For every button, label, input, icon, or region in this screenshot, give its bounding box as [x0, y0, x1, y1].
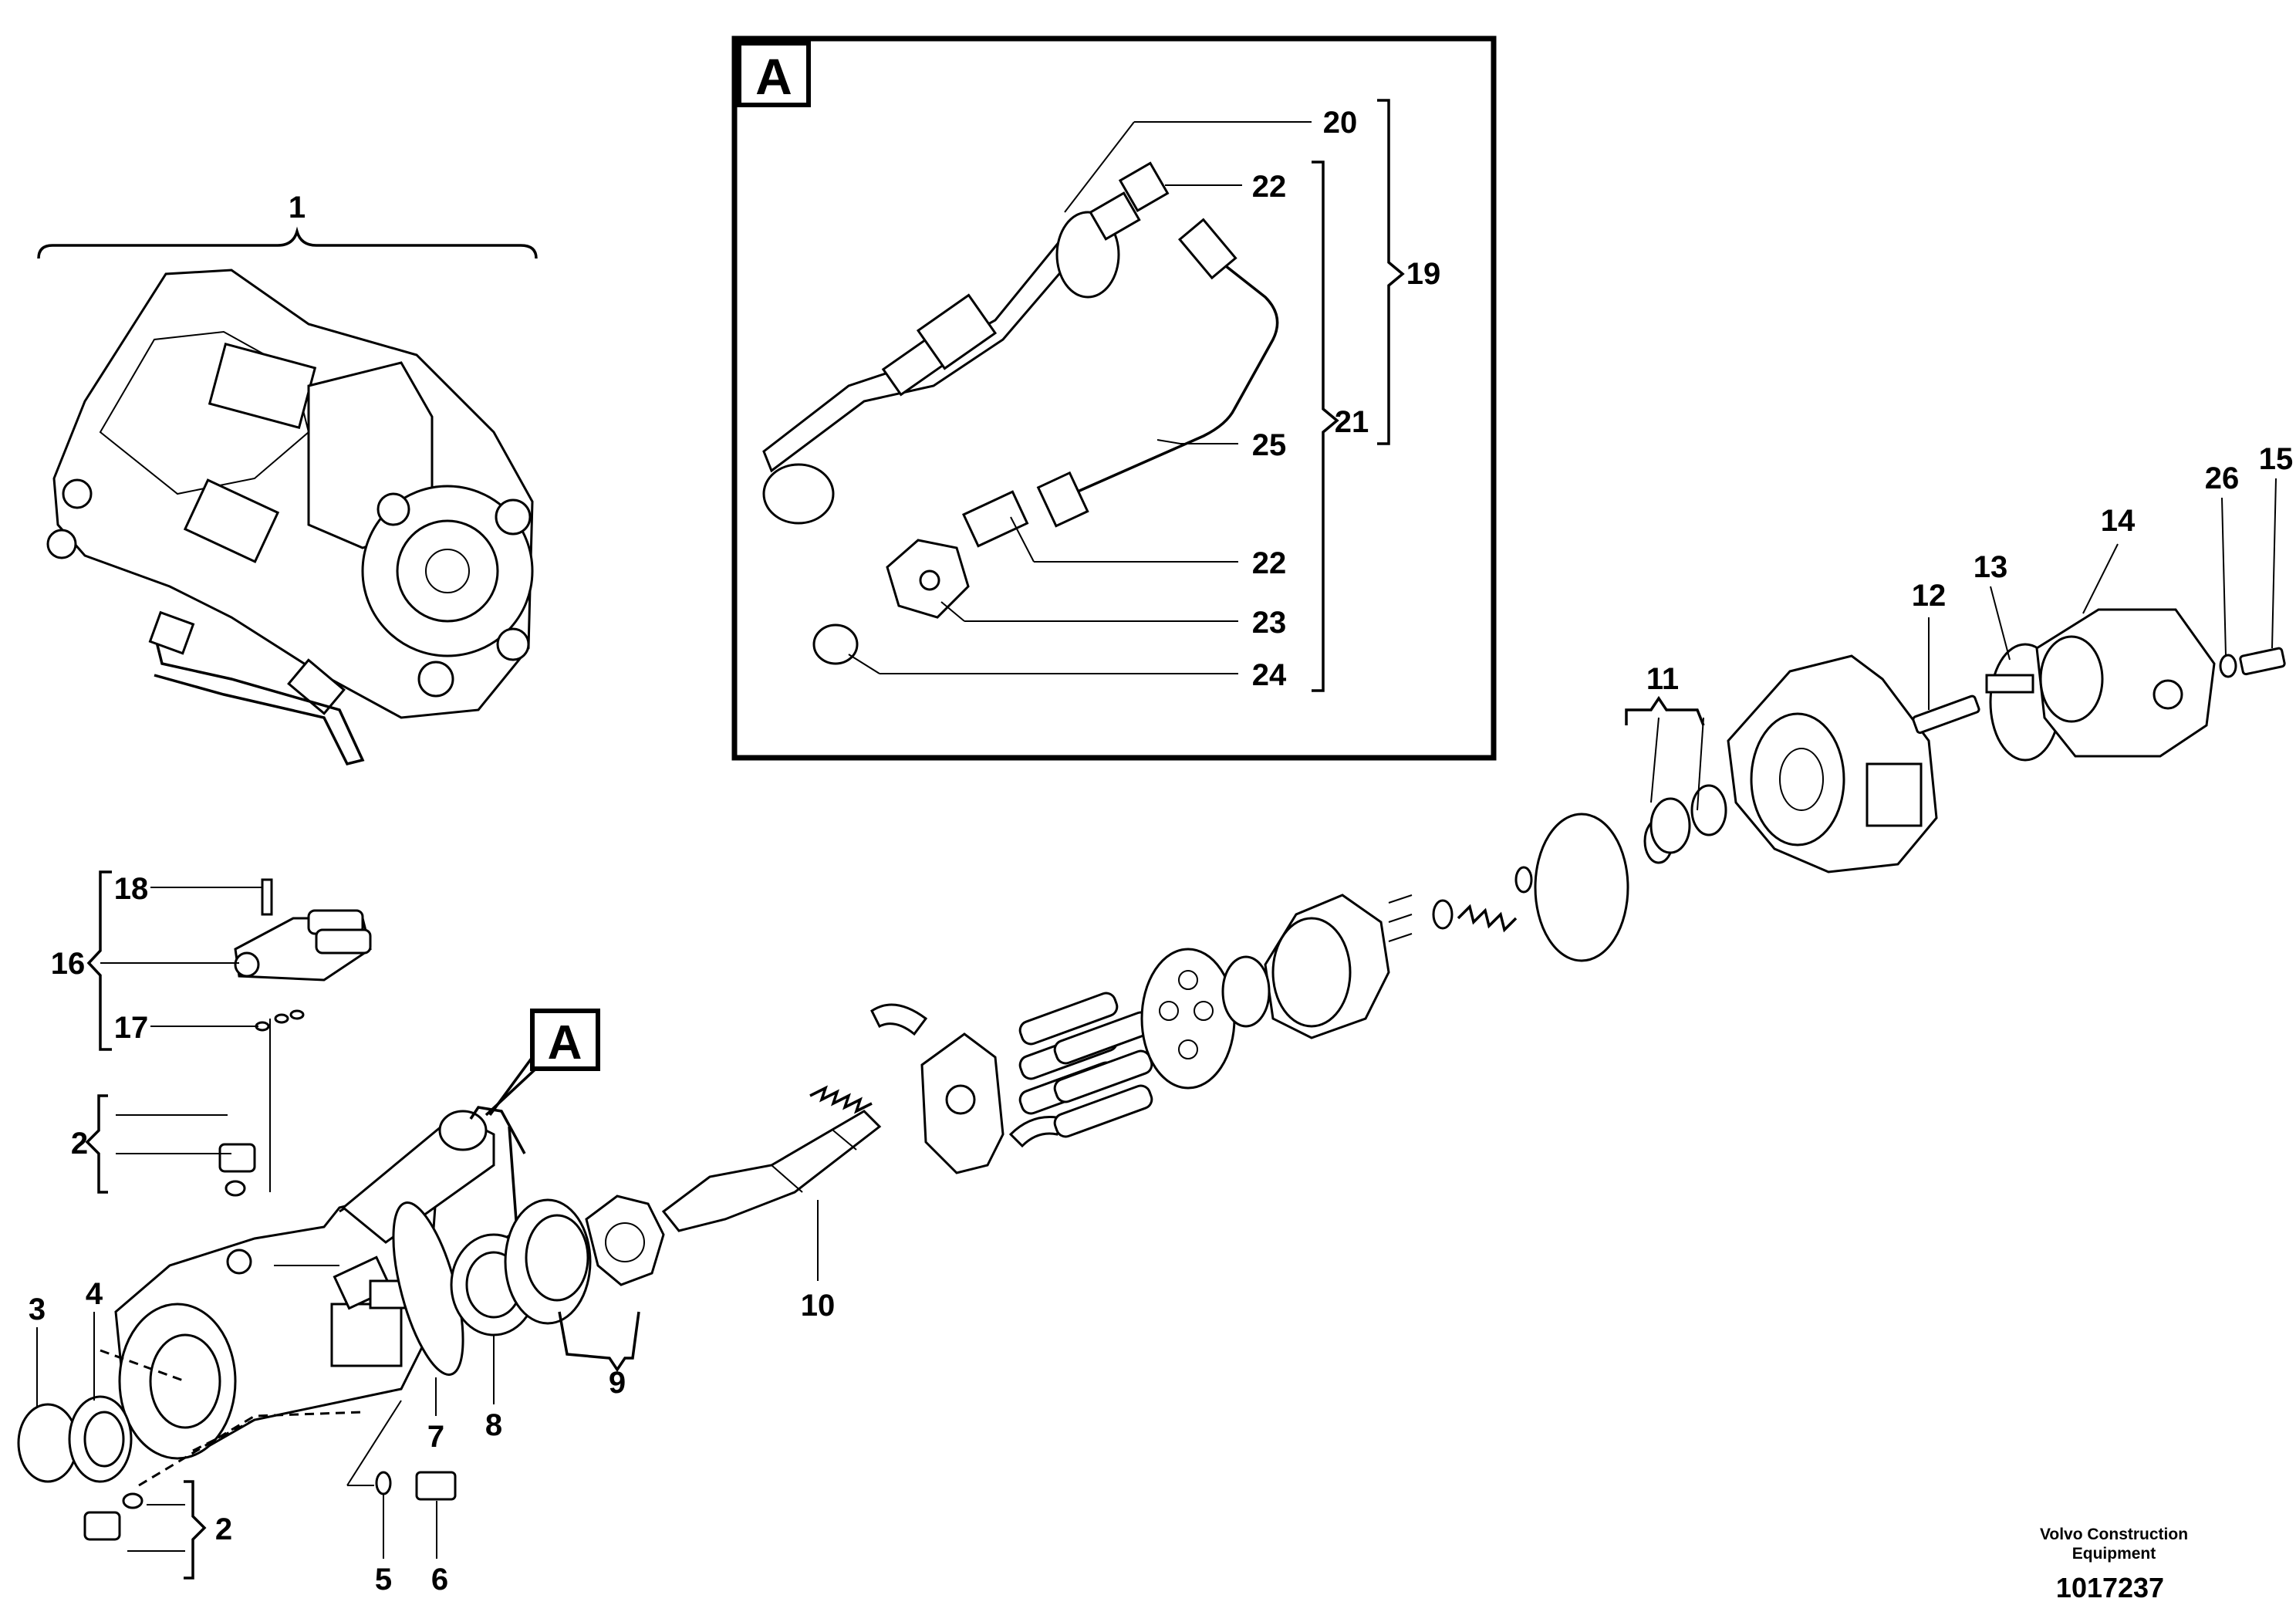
callout-10: 10: [801, 1289, 836, 1323]
callout-4: 4: [86, 1277, 103, 1311]
callout-20: 20: [1323, 106, 1358, 140]
callout-18: 18: [114, 872, 149, 906]
end-cover: [1727, 654, 1938, 874]
cylinder-block: [1221, 894, 1390, 1039]
straight-fitting: [961, 490, 1029, 548]
detail-tag-a: A: [488, 1009, 600, 1117]
end-bolt: [2239, 647, 2286, 676]
callout-8: 8: [485, 1408, 502, 1442]
saddle-bearing: [870, 1003, 928, 1036]
callout-2-upper: 2: [71, 1127, 88, 1161]
callout-2-lower: 2: [215, 1512, 232, 1546]
bearing-11: [1649, 784, 1727, 854]
callout-12: 12: [1912, 579, 1947, 613]
callout-7: 7: [427, 1420, 444, 1454]
detail-tag-label: A: [548, 1016, 582, 1070]
footer: Volvo Construction Equipment 1017237: [2040, 1526, 2188, 1603]
valve-plate: [1534, 813, 1629, 962]
o-ring: [812, 623, 859, 665]
roller-bearing: [585, 1195, 665, 1286]
retainer-plate: [1140, 948, 1236, 1090]
leader-lines: [36, 478, 2277, 1580]
callout-23: 23: [1252, 606, 1287, 640]
detail-box-label: A: [755, 48, 792, 105]
solenoid-valve: [234, 878, 372, 982]
callout-3: 3: [29, 1293, 46, 1326]
front-seal: [68, 1395, 133, 1483]
callout-14: 14: [2101, 504, 2136, 538]
company-name-line1: Volvo Construction: [2040, 1526, 2188, 1543]
complete-pump-assembly: [37, 226, 538, 766]
center-spring: [1457, 904, 1518, 933]
callout-24: 24: [1252, 658, 1287, 692]
callout-5: 5: [375, 1563, 392, 1597]
plug-upper: [218, 1143, 256, 1173]
swash-plate: [920, 1032, 1004, 1174]
compression-spring: [809, 1085, 873, 1114]
gear-pump: [1985, 608, 2216, 758]
washer: [2219, 654, 2237, 678]
callout-labels: 1 2 2 3 4 5 6 7 8 9 10 11 12 13 14 15 16…: [29, 106, 2293, 1597]
detail-box-a: A: [731, 35, 1497, 761]
callout-26: 26: [2205, 461, 2240, 495]
callout-1: 1: [289, 191, 306, 225]
drive-shaft: [661, 1110, 882, 1232]
bearing-ring: [504, 1198, 592, 1325]
screw: [415, 1471, 457, 1501]
callout-13: 13: [1974, 550, 2008, 584]
callout-6: 6: [431, 1563, 448, 1597]
bolt: [1912, 694, 1980, 735]
pipe-tube: [1036, 218, 1279, 528]
callout-25: 25: [1252, 428, 1287, 462]
hex-adapter: [886, 539, 970, 619]
callout-22-lower: 22: [1252, 546, 1287, 580]
drawing-number: 1017237: [2056, 1572, 2164, 1603]
elbow-fitting: [1089, 161, 1170, 241]
callout-17: 17: [114, 1011, 149, 1045]
pump-housing: [100, 1106, 526, 1487]
callout-19: 19: [1406, 257, 1441, 291]
callout-21: 21: [1335, 405, 1369, 439]
retaining-ring: [17, 1403, 79, 1483]
company-name-line2: Equipment: [2072, 1545, 2156, 1563]
callout-9: 9: [609, 1366, 626, 1400]
callout-22-upper: 22: [1252, 170, 1287, 204]
callout-15: 15: [2259, 442, 2294, 476]
piston-set: [1018, 992, 1153, 1138]
callout-11: 11: [1646, 662, 1679, 696]
callout-16: 16: [51, 947, 86, 981]
plug-lower: [83, 1511, 121, 1541]
